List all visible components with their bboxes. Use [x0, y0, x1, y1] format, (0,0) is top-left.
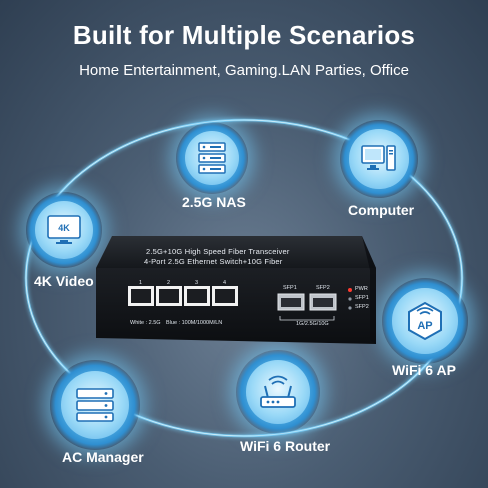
device-title-line2: 4-Port 2.5G Ethernet Switch+10G Fiber [144, 257, 283, 266]
wifi-ap-node: AP [382, 278, 468, 364]
port-number-4: 4 [223, 280, 227, 286]
monitor-4k-icon: 4K [35, 201, 93, 259]
sfp2-led [348, 306, 352, 310]
port-number-1: 1 [139, 280, 143, 286]
page-subtitle: Home Entertainment, Gaming.LAN Parties, … [79, 62, 409, 79]
sfp2-port-label: SFP2 [316, 285, 330, 291]
video-node: 4K [26, 192, 102, 268]
wifi-router-icon [246, 360, 310, 424]
pwr-led [348, 288, 352, 292]
sfp1-port-label: SFP1 [283, 285, 297, 291]
pwr-led-label: PWR [355, 286, 368, 292]
wifi-ap-label: WiFi 6 AP [392, 362, 456, 378]
ap-icon-text: AP [417, 320, 432, 332]
sfp2-led-label: SFP2 [355, 304, 369, 310]
device-title-line1: 2.5G+10G High Speed Fiber Transceiver [146, 247, 290, 256]
video-icon-text: 4K [58, 223, 70, 233]
page-title: Built for Multiple Scenarios [72, 20, 416, 50]
sfp-cages [277, 293, 337, 311]
computer-label: Computer [348, 202, 415, 218]
sfp1-led-label: SFP1 [355, 295, 369, 301]
desktop-computer-icon [349, 129, 409, 189]
port-number-2: 2 [167, 280, 171, 286]
nas-label: 2.5G NAS [182, 194, 246, 210]
router-node [236, 350, 320, 434]
router-label: WiFi 6 Router [240, 438, 331, 454]
legend-blue: Blue : 100M/1000M/LN [166, 320, 223, 326]
ethernet-ports [128, 286, 238, 306]
access-point-icon: AP [392, 288, 458, 354]
ac-manager-node [50, 360, 140, 450]
computer-node [340, 120, 418, 198]
port-number-3: 3 [195, 280, 199, 286]
server-stack-icon [184, 130, 240, 186]
ac-manager-label: AC Manager [62, 449, 144, 465]
sfp-speed-label: 1G/2.5G/10G [296, 321, 329, 327]
rack-server-icon [60, 370, 130, 440]
sfp1-led [348, 297, 352, 301]
nas-node [176, 122, 248, 194]
video-label: 4K Video [34, 273, 94, 289]
legend-white: White : 2.5G [130, 320, 161, 326]
